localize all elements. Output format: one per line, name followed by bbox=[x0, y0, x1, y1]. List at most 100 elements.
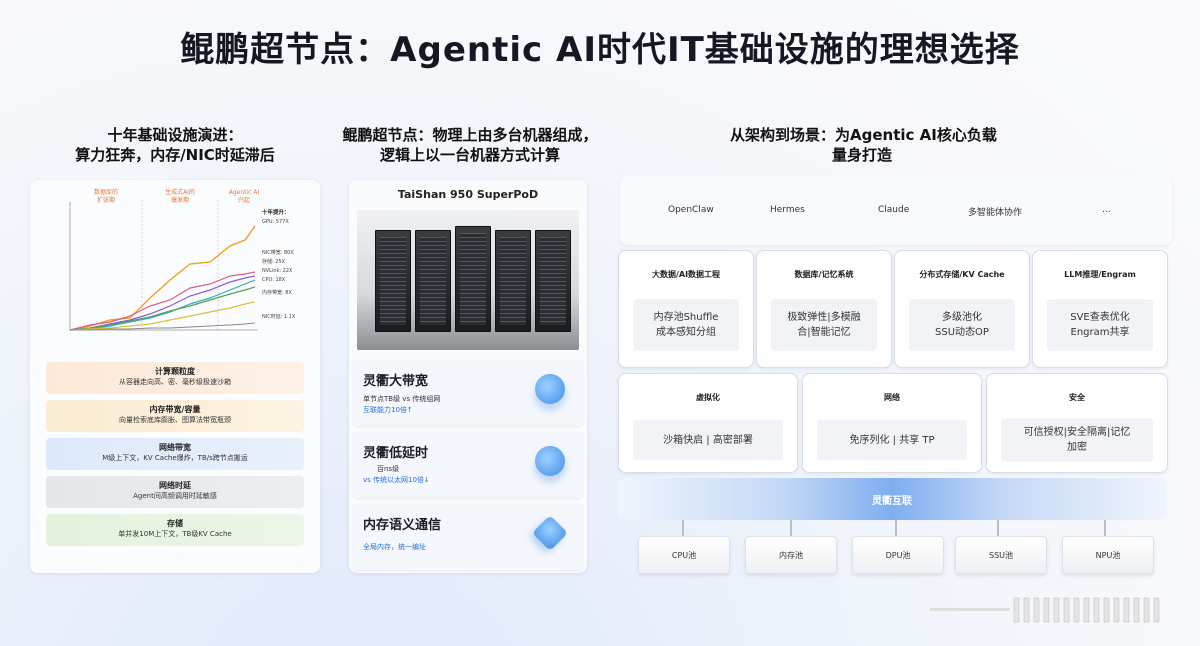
speed-icon bbox=[535, 446, 565, 476]
req-row-storage: 存储 单并发10M上下文，TB级KV Cache bbox=[46, 514, 304, 546]
scenario-card-llm: LLM推理/Engram SVE查表优化 Engram共享 bbox=[1032, 250, 1168, 368]
scenario-card-bigdata: 大数据/AI数据工程 内存池Shuffle 成本感知分组 bbox=[618, 250, 754, 368]
rack-icon bbox=[535, 230, 571, 332]
req-row-title: 网络带宽 bbox=[159, 443, 191, 452]
feature-bandwidth: 灵衢大带宽 单节点TB级 vs 传统组网 互联能力10倍↑ bbox=[353, 360, 583, 426]
scenario-card-storage: 分布式存储/KV Cache 多级池化 SSU动态OP bbox=[894, 250, 1030, 368]
card-line: SSU动态OP bbox=[935, 327, 989, 338]
connector-line bbox=[997, 520, 999, 538]
right-label-7: NIC时延: 1.1X bbox=[262, 313, 296, 320]
card-title: LLM推理/Engram bbox=[1064, 270, 1136, 279]
right-panel: OpenClaw Hermes Claude 多智能体协作 ... 大数据/AI… bbox=[612, 175, 1172, 575]
right-label-1: GPU: 577X bbox=[262, 219, 289, 225]
interconnect-label: 灵衢互联 bbox=[872, 496, 912, 507]
phase-label-1-l2: 扩张期 bbox=[97, 196, 115, 204]
pool-label: 内存池 bbox=[779, 551, 803, 560]
req-row-compute: 计算颗粒度 从容器走向高、密、毫秒级极速沙箱 bbox=[46, 362, 304, 394]
left-panel: 数据库的 扩张期 生成式AI的 爆发期 Agentic AI 兴起 十年提升： … bbox=[30, 180, 320, 573]
card-body: SVE查表优化 Engram共享 bbox=[1047, 299, 1153, 351]
connector-line bbox=[682, 520, 684, 538]
feature-sub-highlight: vs 传统以太网10倍↓ bbox=[363, 476, 430, 484]
feature-title: 灵衢低延时 bbox=[363, 446, 429, 461]
scenario-card-security: 安全 可信授权|安全隔离|记忆 加密 bbox=[986, 373, 1168, 473]
connector-line bbox=[895, 520, 897, 538]
feature-latency: 灵衢低延时 百ns级 vs 传统以太网10倍↓ bbox=[353, 432, 583, 498]
agent-frameworks-bar: OpenClaw Hermes Claude 多智能体协作 ... bbox=[620, 175, 1172, 245]
left-heading: 十年基础设施演进： 算力狂奔，内存/NIC时延滞后 bbox=[50, 125, 300, 165]
scenario-card-virtualization: 虚拟化 沙箱快启 | 高密部署 bbox=[618, 373, 798, 473]
card-body: 沙箱快启 | 高密部署 bbox=[633, 420, 783, 460]
card-line: 可信授权|安全隔离|记忆 bbox=[1023, 427, 1131, 438]
phase-label-1-l1: 数据库的 bbox=[94, 188, 118, 196]
card-title: 虚拟化 bbox=[696, 393, 720, 402]
pool-label: CPU池 bbox=[671, 551, 697, 560]
feature-title: 灵衢大带宽 bbox=[363, 374, 429, 389]
card-body: 可信授权|安全隔离|记忆 加密 bbox=[1001, 418, 1153, 462]
req-row-sub: Agent间高频调用时延敏感 bbox=[133, 492, 217, 500]
framework-item: OpenClaw bbox=[668, 205, 714, 215]
network-cube-icon bbox=[531, 514, 569, 552]
card-body: 内存池Shuffle 成本感知分组 bbox=[633, 299, 739, 351]
phase-label-3-l1: Agentic AI bbox=[229, 189, 260, 196]
rack-icon bbox=[495, 230, 531, 332]
card-title: 分布式存储/KV Cache bbox=[919, 270, 1005, 279]
req-row-sub: 向量检索底库膨胀、图算法带宽瓶颈 bbox=[119, 416, 231, 424]
left-heading-line1: 十年基础设施演进： bbox=[107, 126, 243, 144]
card-line: Engram共享 bbox=[1070, 327, 1130, 338]
req-row-title: 计算颗粒度 bbox=[155, 367, 195, 376]
right-heading-line2: 量身打造 bbox=[832, 146, 893, 164]
middle-panel: TaiShan 950 SuperPoD 灵衢大带宽 单节点TB级 vs 传统组… bbox=[349, 180, 587, 573]
req-row-title: 内存带宽/容量 bbox=[149, 405, 201, 414]
framework-item: Hermes bbox=[770, 205, 805, 215]
middle-heading: 鲲鹏超节点：物理上由多台机器组成， 逻辑上以一台机器方式计算 bbox=[330, 125, 610, 165]
connector-line bbox=[1104, 520, 1106, 538]
framework-item: Claude bbox=[878, 205, 910, 215]
phase-label-3-l2: 兴起 bbox=[238, 196, 250, 204]
rack-icon bbox=[375, 230, 411, 332]
card-line: 沙箱快启 | 高密部署 bbox=[663, 434, 753, 446]
right-label-2: NIC带宽: 80X bbox=[262, 249, 294, 256]
middle-heading-line1: 鲲鹏超节点：物理上由多台机器组成， bbox=[342, 126, 598, 144]
watermark-barcode-icon bbox=[930, 597, 1160, 623]
left-heading-line2: 算力狂奔，内存/NIC时延滞后 bbox=[75, 146, 275, 164]
card-line: 极致弹性|多模融 bbox=[787, 312, 861, 323]
card-line: 加密 bbox=[1067, 442, 1087, 453]
resource-pool-npu: NPU池 bbox=[1062, 536, 1154, 574]
card-title: 数据库/记忆系统 bbox=[794, 270, 854, 279]
framework-item: ... bbox=[1102, 205, 1111, 215]
right-label-6: 内存带宽: 8X bbox=[262, 289, 292, 296]
req-row-sub: 单并发10M上下文，TB级KV Cache bbox=[118, 530, 232, 538]
phase-label-2-l2: 爆发期 bbox=[171, 196, 189, 204]
feature-sub: 百ns级 bbox=[377, 465, 400, 473]
card-line: 内存池Shuffle bbox=[653, 312, 719, 323]
card-title: 大数据/AI数据工程 bbox=[651, 270, 721, 279]
card-line: 多级池化 bbox=[942, 312, 982, 323]
card-body: 免序列化 | 共享 TP bbox=[817, 420, 967, 460]
card-line: SVE查表优化 bbox=[1070, 312, 1130, 323]
req-row-title: 存储 bbox=[167, 519, 183, 528]
right-label-4: NVLink: 22X bbox=[262, 268, 293, 274]
resource-pool-ssu: SSU池 bbox=[955, 536, 1047, 574]
card-title: 网络 bbox=[884, 393, 900, 402]
rack-icon bbox=[415, 230, 451, 332]
scenario-card-network: 网络 免序列化 | 共享 TP bbox=[802, 373, 982, 473]
card-line: 合|智能记忆 bbox=[797, 327, 851, 338]
card-body: 多级池化 SSU动态OP bbox=[909, 299, 1015, 351]
trend-chart: 数据库的 扩张期 生成式AI的 爆发期 Agentic AI 兴起 十年提升： … bbox=[30, 180, 320, 355]
feature-sub: 单节点TB级 vs 传统组网 bbox=[363, 395, 441, 403]
card-title: 安全 bbox=[1069, 393, 1085, 402]
framework-item: 多智能体协作 bbox=[968, 208, 1023, 218]
req-row-latency: 网络时延 Agent间高频调用时延敏感 bbox=[46, 476, 304, 508]
pool-label: NPU池 bbox=[1095, 551, 1121, 560]
globe-icon bbox=[535, 374, 565, 404]
page-title: 鲲鹏超节点：Agentic AI时代IT基础设施的理想选择 bbox=[180, 30, 1020, 70]
resource-pool-cpu: CPU池 bbox=[638, 536, 730, 574]
req-row-memory: 内存带宽/容量 向量检索底库膨胀、图算法带宽瓶颈 bbox=[46, 400, 304, 432]
req-row-sub: 从容器走向高、密、毫秒级极速沙箱 bbox=[119, 378, 231, 386]
card-body: 极致弹性|多模融 合|智能记忆 bbox=[771, 299, 877, 351]
product-name: TaiShan 950 SuperPoD bbox=[397, 188, 539, 201]
middle-heading-line2: 逻辑上以一台机器方式计算 bbox=[379, 146, 560, 164]
resource-pool-dpu: DPU池 bbox=[852, 536, 944, 574]
right-heading-line1: 从架构到场景：为Agentic AI核心负载 bbox=[730, 126, 997, 144]
server-rack-image bbox=[357, 210, 579, 350]
